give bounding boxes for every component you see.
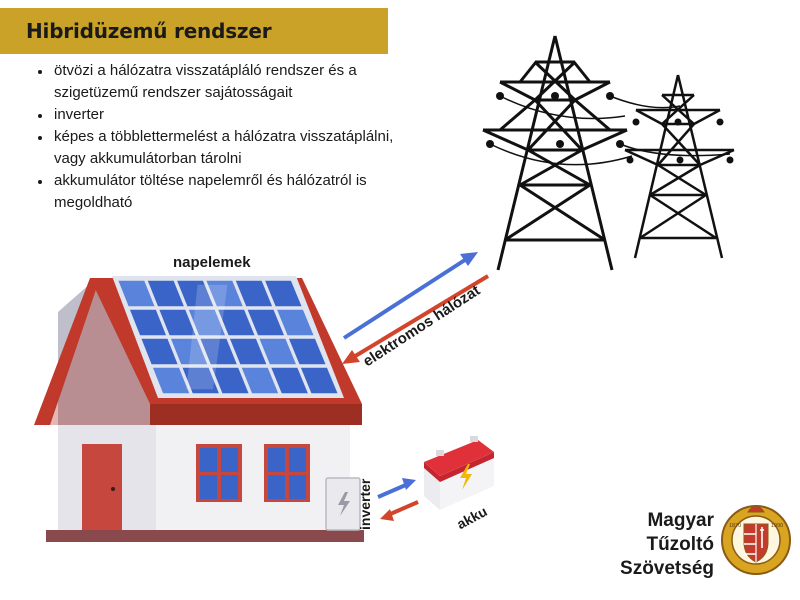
solar-panel-cell: [259, 338, 296, 365]
solar-panel-cell: [212, 367, 249, 394]
bullet-item-4: akkumulátor töltése napelemről és hálóza…: [52, 170, 422, 214]
roof-gable-shade: [48, 290, 150, 425]
house-ground: [46, 530, 364, 542]
roof-eave: [150, 404, 362, 425]
arrow-from-grid: [350, 274, 490, 360]
solar-panel-cell: [118, 280, 155, 307]
battery-arrows: [377, 478, 419, 521]
label-inverter: inverter: [357, 478, 373, 530]
crown-icon: [747, 505, 765, 513]
solar-panel-cell: [241, 367, 279, 394]
solar-panel-cell: [235, 280, 273, 307]
solar-panel-cell: [159, 309, 196, 336]
bullet-item-3: képes a többlettermelést a hálózatra vis…: [52, 126, 422, 170]
solar-panel-cell: [152, 367, 190, 394]
solar-panel-cell: [218, 309, 255, 336]
solar-panel-cell: [300, 367, 338, 394]
battery-lightning-icon: [460, 464, 472, 490]
solar-panel-cell: [170, 338, 208, 365]
solar-panel-cell: [288, 338, 326, 365]
battery-illustration: [424, 436, 494, 510]
arrow-from-battery-head: [380, 509, 394, 521]
solar-panel-cell: [188, 309, 226, 336]
arrow-to-grid-head: [460, 252, 478, 266]
bullet-list: ötvözi a hálózatra visszatápláló rendsze…: [34, 60, 422, 214]
grid-arrows: [342, 252, 490, 364]
organization-name-line: Magyar: [647, 510, 714, 531]
solar-panel-cell: [177, 280, 214, 307]
inverter-box: [325, 477, 361, 531]
solar-panel-cell: [147, 280, 184, 307]
solar-panel-cell: [247, 309, 285, 336]
window-left: [196, 444, 242, 502]
solar-panel-cell: [229, 338, 267, 365]
slide-title: Hibridüzemű rendszer: [26, 19, 272, 43]
solar-panel-grid: [118, 280, 338, 394]
solar-panel-cell: [182, 367, 219, 394]
logo-year-right: 1990: [771, 523, 783, 529]
arrow-to-battery-head: [402, 478, 416, 490]
arrow-from-grid-head: [342, 350, 360, 364]
house-side-wall: [150, 425, 350, 530]
power-pylon-small: [624, 74, 735, 259]
title-banner: Hibridüzemű rendszer: [0, 8, 388, 54]
organization-name-line: Szövetség: [620, 558, 714, 579]
solar-panel-cell: [129, 309, 167, 336]
federation-logo: 1870 1990: [721, 505, 791, 575]
inverter-lightning-icon: [338, 492, 350, 516]
logo-year-left: 1870: [729, 523, 741, 529]
solar-panel-cell: [277, 309, 314, 336]
window-right: [264, 444, 310, 502]
solar-panel-cell: [200, 338, 237, 365]
solar-panel-glare: [186, 284, 228, 390]
bullet-item-2: inverter: [52, 104, 422, 126]
door: [82, 444, 122, 530]
organization-name-line: Tűzoltó: [646, 534, 714, 555]
solar-panel-cell: [265, 280, 302, 307]
door-knob: [111, 487, 115, 491]
arrow-to-battery: [377, 482, 409, 499]
roof-gable-edge: [34, 278, 100, 425]
solar-panel-frame: [112, 276, 344, 398]
power-pylon-large: [482, 35, 628, 271]
bullet-item-1: ötvözi a hálózatra visszatápláló rendsze…: [52, 60, 422, 104]
solar-panel-cell: [271, 367, 308, 394]
arrow-from-battery: [387, 500, 419, 517]
organization-name: Magyar Tűzoltó Szövetség: [620, 509, 714, 581]
house-illustration: [34, 276, 364, 542]
label-solar-panels: napelemek: [173, 254, 251, 271]
arrow-to-grid: [342, 256, 470, 340]
solar-panel-cell: [141, 338, 178, 365]
solar-panel-cell: [206, 280, 243, 307]
